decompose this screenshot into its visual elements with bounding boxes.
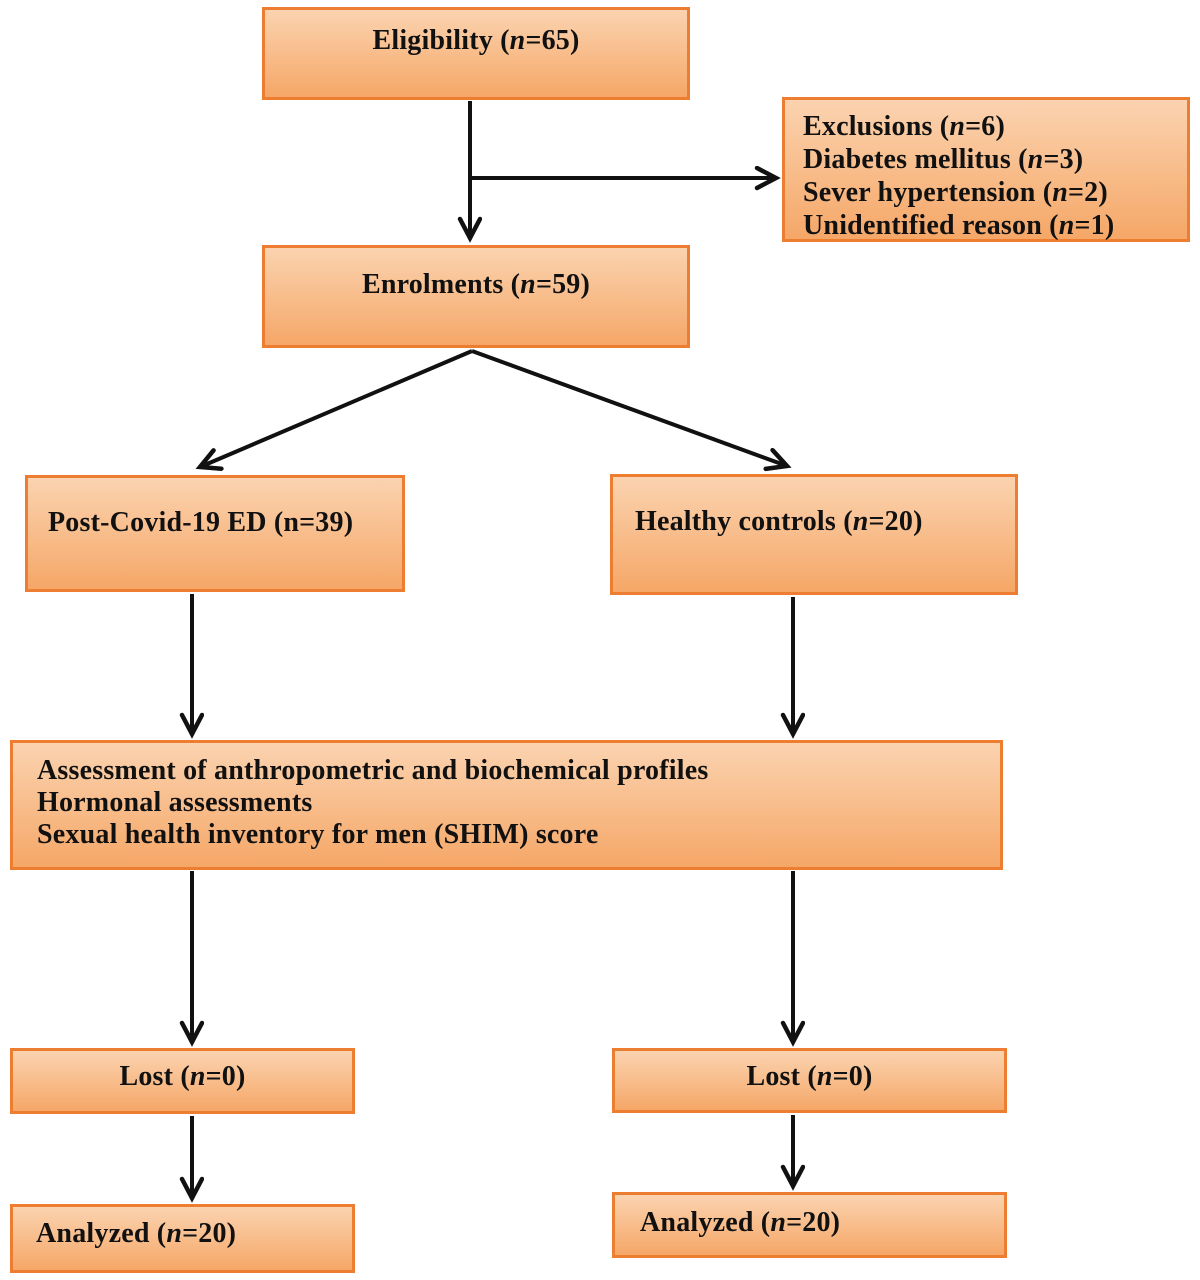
healthy-controls-group-box: Healthy controls (n=20)	[610, 474, 1018, 595]
arrow-enrolments-to-healthy	[471, 349, 787, 466]
assessment-box: Assessment of anthropometric and biochem…	[10, 740, 1003, 870]
exclusion-reason-unidentified: Unidentified reason (n=1)	[803, 210, 1115, 241]
arrow-enrolments-to-postcovid	[200, 349, 473, 467]
analyzed-right-label: Analyzed (n=20)	[640, 1207, 841, 1238]
eligibility-box: Eligibility (n=65)	[262, 7, 690, 100]
analyzed-right-box: Analyzed (n=20)	[612, 1192, 1007, 1258]
exclusions-title: Exclusions (n=6)	[803, 111, 1005, 142]
assessment-line-profiles: Assessment of anthropometric and biochem…	[37, 755, 709, 786]
eligibility-label: Eligibility (n=65)	[372, 25, 580, 56]
lost-left-box: Lost (n=0)	[10, 1048, 355, 1114]
analyzed-left-label: Analyzed (n=20)	[36, 1218, 237, 1249]
exclusion-reason-hypertension: Sever hypertension (n=2)	[803, 177, 1108, 208]
healthy-controls-group-label: Healthy controls (n=20)	[635, 506, 923, 537]
post-covid-group-label: Post-Covid-19 ED (n=39)	[48, 507, 354, 538]
post-covid-group-box: Post-Covid-19 ED (n=39)	[25, 475, 405, 592]
exclusion-reason-diabetes: Diabetes mellitus (n=3)	[803, 144, 1084, 175]
lost-right-label: Lost (n=0)	[746, 1061, 873, 1092]
lost-right-box: Lost (n=0)	[612, 1048, 1007, 1113]
enrolments-label: Enrolments (n=59)	[361, 269, 591, 300]
exclusions-box: Exclusions (n=6) Diabetes mellitus (n=3)…	[782, 97, 1190, 242]
assessment-line-shim: Sexual health inventory for men (SHIM) s…	[37, 819, 599, 850]
lost-left-label: Lost (n=0)	[119, 1061, 246, 1092]
assessment-line-hormonal: Hormonal assessments	[37, 787, 313, 818]
analyzed-left-box: Analyzed (n=20)	[10, 1204, 355, 1273]
enrolments-box: Enrolments (n=59)	[262, 245, 690, 348]
